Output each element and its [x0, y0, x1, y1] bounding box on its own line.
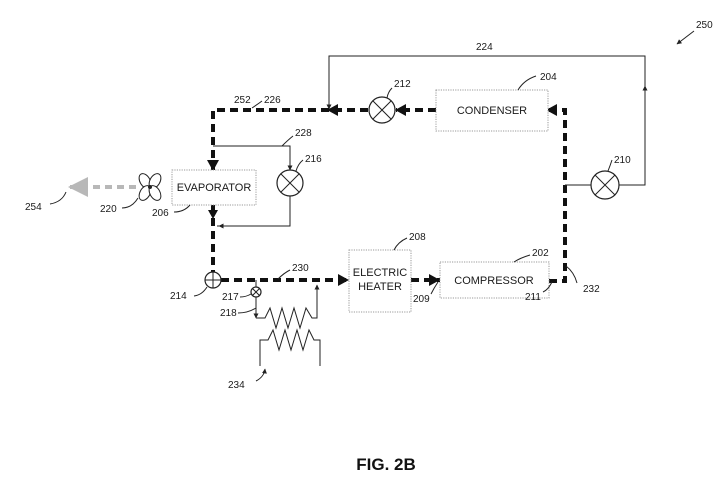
expansion-valve-212 [368, 96, 396, 124]
ref-217: 217 [222, 292, 239, 303]
evaporator-box [171, 169, 257, 206]
condenser-label: CONDENSER [457, 105, 527, 117]
leader-204 [517, 75, 537, 91]
electric-heater-box [348, 249, 412, 313]
leader-226 [251, 100, 263, 109]
ref-224: 224 [476, 42, 493, 53]
ref-250: 250 [696, 20, 713, 31]
leader-218 [237, 307, 257, 314]
leader-217 [239, 293, 252, 298]
ref-208: 208 [409, 232, 426, 243]
ref-212: 212 [394, 79, 411, 90]
hx-coil-upper [256, 285, 318, 330]
ref-232: 232 [583, 284, 600, 295]
leader-212 [386, 87, 393, 99]
valve-216 [276, 169, 304, 197]
leader-228 [281, 135, 294, 147]
ref-206: 206 [152, 208, 169, 219]
compressor-box [439, 261, 550, 299]
main-line-compressor-to-condenser [548, 108, 567, 283]
evaporator-bypass-return [217, 196, 291, 227]
leader-202 [513, 254, 531, 263]
leader-208 [393, 237, 408, 251]
ref-210: 210 [614, 155, 631, 166]
leader-210 [607, 159, 613, 172]
ref-252: 252 [234, 95, 251, 106]
figure-label: FIG. 2B [356, 455, 416, 474]
ref-214: 214 [170, 291, 187, 302]
leader-214 [193, 286, 208, 297]
ref-202: 202 [532, 248, 549, 259]
ref-209: 209 [413, 294, 430, 305]
leader-216 [295, 159, 304, 172]
evaporator-label: EVAPORATOR [177, 182, 252, 194]
leader-220 [121, 197, 139, 209]
fan-icon [138, 173, 162, 201]
electric-heater-label-line1: ELECTRIC [353, 267, 407, 279]
arrow-into-compressor [429, 274, 440, 286]
ref-234: 234 [228, 380, 245, 391]
arrow-into-condenser [546, 104, 557, 116]
ref-211: 211 [525, 292, 541, 303]
valve-210 [590, 170, 620, 200]
evaporator-bypass-line [213, 145, 291, 170]
ref-204: 204 [540, 72, 557, 83]
valve-217-x [252, 288, 260, 296]
ref-226: 226 [264, 95, 281, 106]
leader-211 [542, 281, 553, 293]
leader-250 [676, 30, 695, 45]
ref-230: 230 [292, 263, 309, 274]
ref-218: 218 [220, 308, 237, 319]
arrow-toward-evaporator-line [327, 104, 338, 116]
leader-209 [430, 281, 439, 295]
arrow-into-evaporator [207, 160, 219, 171]
leader-254 [49, 191, 67, 205]
electric-heater-label-line2: HEATER [358, 281, 402, 293]
ref-228: 228 [295, 128, 312, 139]
leader-232 [565, 265, 578, 284]
ref-220: 220 [100, 204, 117, 215]
condenser-box [435, 89, 549, 132]
ref-216: 216 [305, 154, 322, 165]
compressor-label: COMPRESSOR [454, 275, 534, 287]
leader-206 [173, 204, 191, 213]
arrow-into-valve-212 [395, 104, 406, 116]
arrow-into-heater [338, 274, 349, 286]
junction-214 [204, 271, 222, 289]
leader-230 [277, 269, 291, 280]
ref-254: 254 [25, 202, 42, 213]
hx-coil-lower [259, 328, 321, 366]
leader-234 [255, 368, 267, 382]
main-line-valve-to-evaporator [211, 108, 368, 170]
arrow-down-evaporator-outlet [208, 210, 218, 219]
